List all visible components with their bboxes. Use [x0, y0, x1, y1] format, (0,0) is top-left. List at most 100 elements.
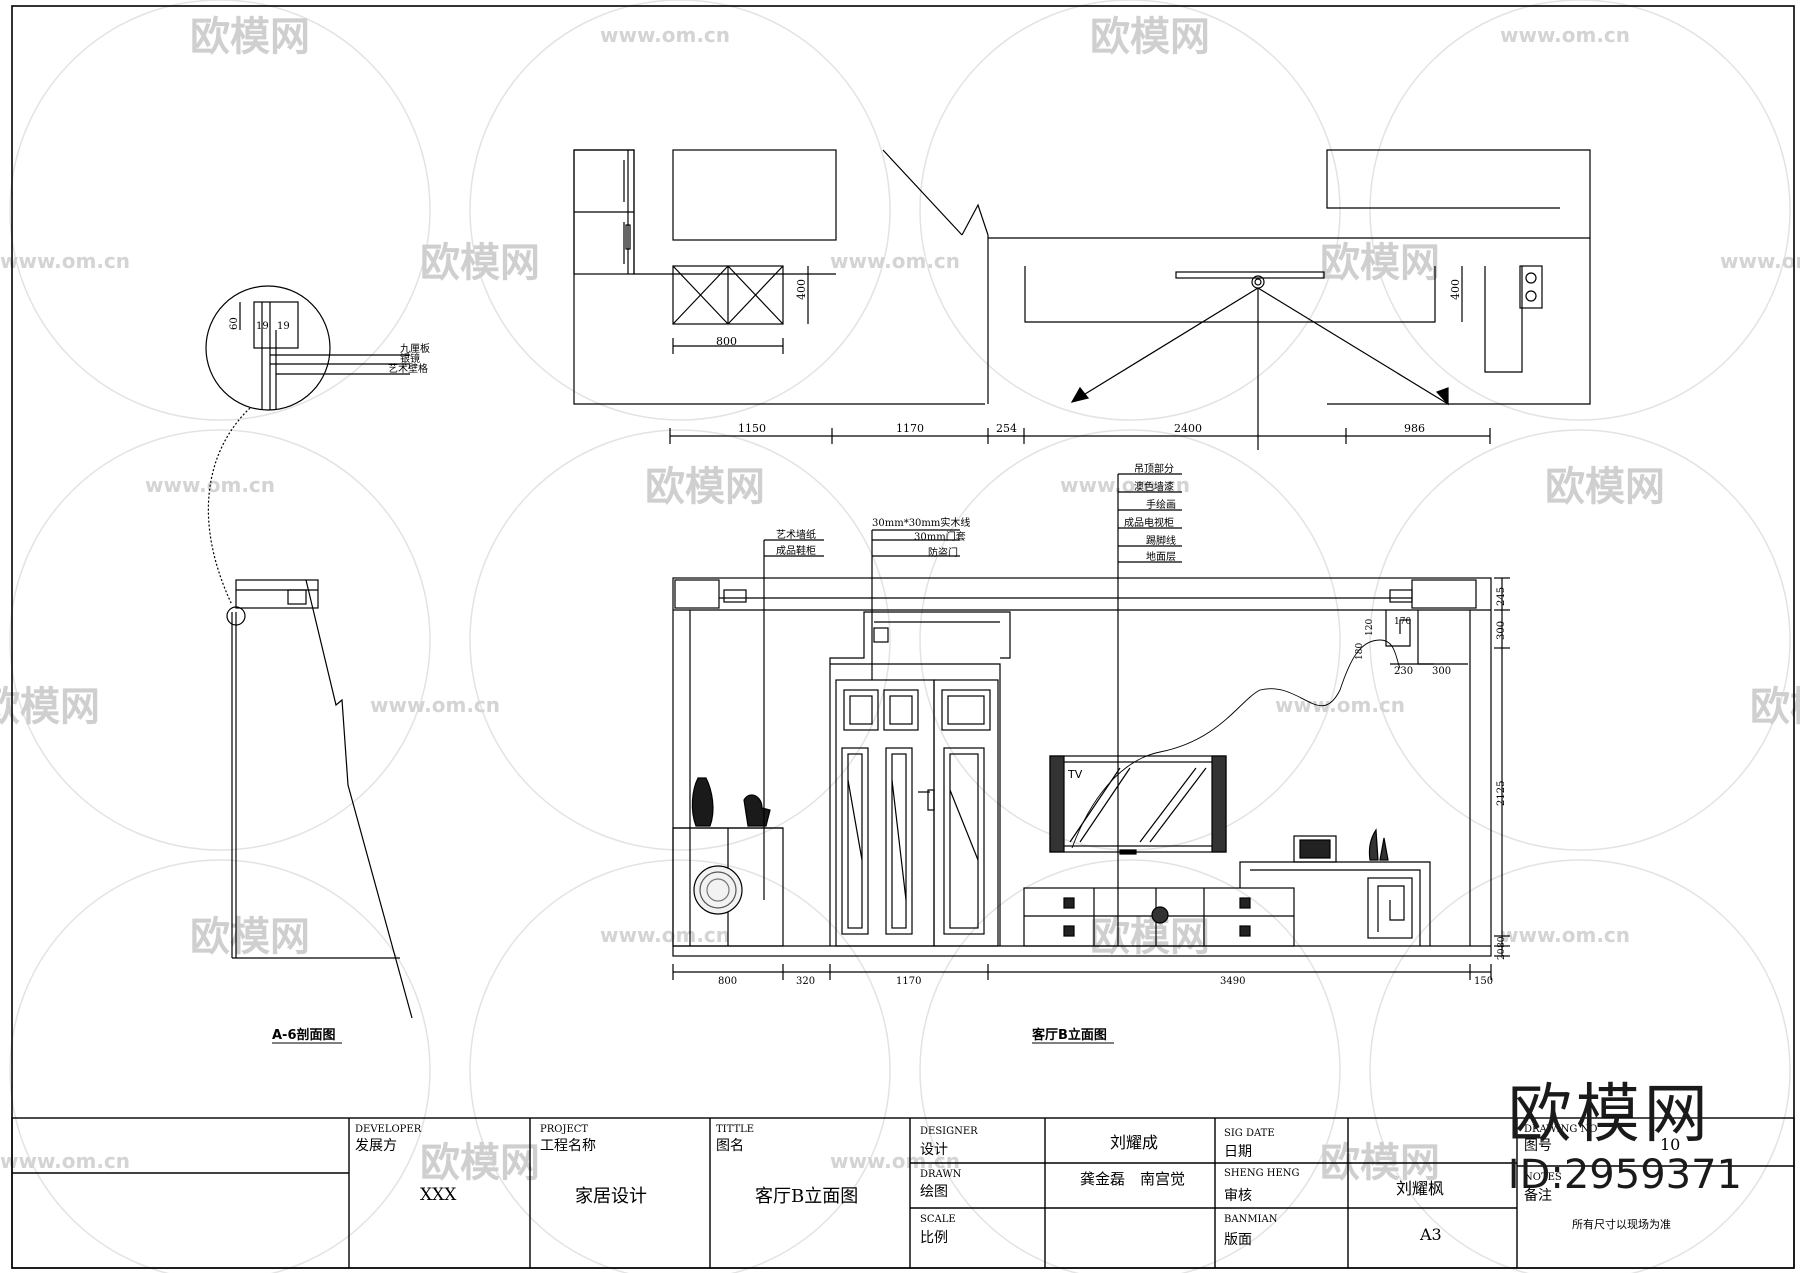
- dim-label: 19: [256, 321, 269, 332]
- tv-cabinet: [1023, 887, 1295, 947]
- dim-label: 2400: [1174, 422, 1202, 435]
- callout-label: 吊顶部分: [1134, 462, 1174, 475]
- dim-label: 254: [996, 422, 1017, 435]
- dim-label: 80: [1497, 936, 1507, 948]
- watermark-url: www.om.cn: [1720, 249, 1800, 273]
- dim-label: 1170: [896, 976, 921, 987]
- dim-label: 1150: [738, 422, 766, 435]
- watermark-logo: 欧模网: [0, 684, 100, 730]
- watermark-logo: 欧模网: [1750, 684, 1800, 730]
- watermark-url: www.om.cn: [1500, 23, 1630, 47]
- dim-label: 986: [1404, 422, 1425, 435]
- dim-label: 19: [277, 321, 290, 332]
- watermark-logo: 欧模网: [1090, 14, 1210, 60]
- field-label-en: DRAWING NO: [1524, 1124, 1597, 1135]
- dim-label: 150: [1474, 976, 1493, 987]
- watermark-url: www.om.cn: [600, 23, 730, 47]
- field-label-cn: 日期: [1224, 1144, 1252, 1160]
- field-label-en: DESIGNER: [920, 1126, 978, 1137]
- dim-label: 800: [716, 335, 737, 348]
- title-value: 客厅B立面图: [755, 1186, 858, 1207]
- project-value: 家居设计: [575, 1186, 647, 1207]
- door-leaf: [933, 679, 999, 947]
- cabinet-medallion: [693, 865, 743, 915]
- watermark-url: www.om.cn: [830, 1149, 960, 1173]
- dim-label: 1170: [896, 422, 924, 435]
- callout-label: 成品电视柜: [1124, 516, 1174, 529]
- plan-counter: [672, 149, 837, 241]
- photo-frame: [1293, 835, 1337, 863]
- callout-label: 成品鞋柜: [776, 544, 816, 557]
- field-label-en: SCALE: [920, 1214, 956, 1225]
- dim-label: 60: [229, 317, 240, 330]
- vase: [691, 777, 714, 827]
- watermark-logo: 欧模网: [1320, 240, 1440, 286]
- section-detail: [205, 285, 413, 1019]
- door-leaf: [835, 679, 935, 947]
- callout-label: 30mm门套: [914, 530, 966, 543]
- elevation-labels: 艺术墙纸 成品鞋柜 30mm*30mm实木线 30mm门套 防盗门 吊顶部分 澳…: [718, 462, 1507, 1044]
- field-label-cn: 工程名称: [540, 1138, 596, 1154]
- door-frame: [829, 611, 1011, 946]
- watermark-logo: 欧模网: [1545, 464, 1665, 510]
- section-title: A-6剖面图: [272, 1027, 336, 1043]
- field-label-en: DRAWN: [920, 1169, 962, 1180]
- detail-magnifier: [205, 285, 331, 411]
- field-label-en: DEVELOPER: [355, 1124, 422, 1135]
- callout-label: 手绘画: [1146, 498, 1176, 511]
- watermark-url: www.om.cn: [1060, 473, 1190, 497]
- watermark-url: www.om.cn: [830, 249, 960, 273]
- watermark-logo: 欧模网: [1090, 914, 1210, 960]
- watermark-arcs: [9, 0, 1791, 1273]
- dim-label: 230: [1394, 666, 1413, 677]
- watermark-url: www.om.cn: [600, 923, 730, 947]
- dim-label: 800: [718, 976, 737, 987]
- watermark-url: www.om.cn: [370, 693, 500, 717]
- watermark-logo: 欧模网: [420, 240, 540, 286]
- field-label-cn: 设计: [920, 1142, 948, 1158]
- field-label-cn: 审核: [1224, 1188, 1252, 1204]
- watermark-logo: 欧模网: [190, 914, 310, 960]
- dim-label: 3490: [1220, 976, 1245, 987]
- callout-label: 地面层: [1146, 550, 1176, 563]
- dim-label: 320: [796, 976, 815, 987]
- field-label-cn: 图名: [716, 1138, 744, 1154]
- dim-label: 120: [1365, 619, 1375, 636]
- plan-dimension-labels: 800 400 400 1150 1170 254 2400 986: [716, 279, 1462, 435]
- dim-label: 400: [1449, 279, 1462, 300]
- ornament: [743, 794, 771, 827]
- elevation-title: 客厅B立面图: [1032, 1027, 1107, 1043]
- plan-wall-left: [573, 150, 985, 405]
- title-block-text: DEVELOPER 发展方 XXX PROJECT 工程名称 家居设计 TITT…: [355, 1124, 1680, 1248]
- elevation: [672, 473, 1510, 980]
- field-label-en: BANMIAN: [1224, 1214, 1278, 1225]
- watermark-url: www.om.cn: [1500, 923, 1630, 947]
- dim-label: 400: [795, 279, 808, 300]
- dim-label: 300: [1496, 621, 1507, 640]
- dim-label: 170: [1394, 617, 1411, 627]
- sheet-border: [11, 5, 1795, 1269]
- dim-label: 2125: [1496, 781, 1507, 806]
- dim-label: 20: [1497, 948, 1507, 960]
- field-label-cn: 备注: [1524, 1187, 1552, 1204]
- watermark-url: www.om.cn: [0, 249, 130, 273]
- field-label-en: SIG DATE: [1224, 1128, 1275, 1139]
- field-label-en: PROJECT: [540, 1124, 588, 1135]
- watermark-url: www.om.cn: [0, 1149, 130, 1173]
- callout-label: 踢脚线: [1146, 534, 1176, 547]
- dim-label: 180: [1355, 643, 1365, 660]
- drawn-value: 龚金磊 南宫觉: [1080, 1170, 1185, 1188]
- sheet-size-value: A3: [1419, 1225, 1442, 1244]
- watermark-logos: 欧模网 www.om.cn 欧模网 www.om.cn www.om.cn 欧模…: [0, 14, 1800, 1186]
- section-detail-labels: 60 19 19 九厘板 银镜 艺术壁格 A-6剖面图: [229, 317, 430, 1044]
- elevation-frame: [672, 577, 1492, 957]
- field-label-cn: 绘图: [920, 1184, 948, 1200]
- field-label-cn: 发展方: [355, 1138, 397, 1154]
- watermark-logo: 欧模网: [420, 1140, 540, 1186]
- notes-value: 所有尺寸以现场为准: [1572, 1217, 1671, 1231]
- dim-label: 300: [1432, 666, 1451, 677]
- floor-plan: [573, 149, 1591, 450]
- callout-label: 30mm*30mm实木线: [872, 516, 970, 529]
- watermark-url: www.om.cn: [1275, 693, 1405, 717]
